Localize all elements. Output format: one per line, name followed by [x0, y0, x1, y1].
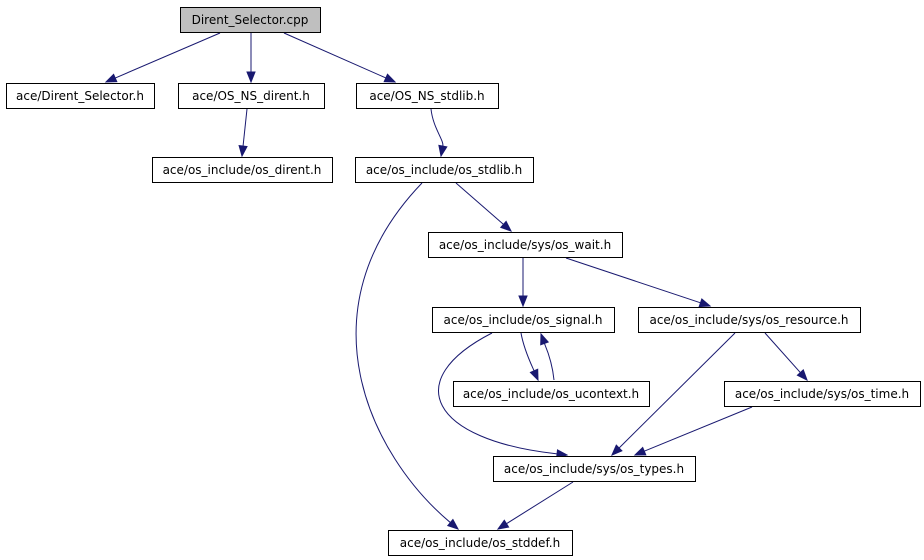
edge-line [764, 332, 801, 373]
node-label: ace/os_include/os_dirent.h [163, 163, 322, 177]
edge-line [438, 332, 558, 455]
node-box [178, 83, 325, 109]
node-label: ace/OS_NS_dirent.h [192, 89, 310, 103]
node-label: ace/os_include/sys/os_time.h [735, 387, 909, 401]
edge-os_ns_stdlib_h-to-os_stdlib_h [430, 108, 448, 158]
edge-dirent_selector_cpp-to-dirent_selector_h [104, 32, 221, 83]
node-os-ns-dirent-h[interactable]: ace/OS_NS_dirent.h [178, 83, 325, 109]
arrowhead [383, 73, 397, 83]
node-box [355, 157, 534, 183]
edge-os_resource_h-to-os_types_h [611, 332, 736, 456]
arrowhead [698, 298, 712, 308]
edge-line [283, 32, 387, 79]
arrowhead [518, 295, 528, 308]
node-os-ns-stdlib-h[interactable]: ace/OS_NS_stdlib.h [356, 83, 499, 109]
edge-line [520, 332, 535, 372]
arrowhead [238, 145, 248, 158]
node-label: ace/os_include/sys/os_wait.h [439, 238, 611, 252]
edge-os_time_h-to-os_types_h [633, 406, 753, 456]
edge-os_wait_h-to-os_resource_h [565, 257, 712, 308]
edge-line [543, 343, 555, 381]
node-os-stddef-h[interactable]: ace/os_include/os_stddef.h [388, 530, 573, 556]
edge-os_signal_h-to-os_ucontext_h [520, 332, 539, 382]
node-os-types-h[interactable]: ace/os_include/sys/os_types.h [493, 456, 696, 482]
node-os-resource-h[interactable]: ace/os_include/sys/os_resource.h [638, 307, 861, 333]
edges-layer [104, 32, 808, 530]
node-box [356, 83, 499, 109]
node-os-stdlib-h[interactable]: ace/os_include/os_stdlib.h [355, 157, 534, 183]
node-box [724, 381, 921, 407]
node-label: ace/os_include/os_ucontext.h [463, 387, 639, 401]
node-label: ace/os_include/os_stddef.h [400, 536, 560, 550]
node-box [638, 307, 861, 333]
edge-os_wait_h-to-os_signal_h [518, 258, 528, 308]
nodes-layer: Dirent_Selector.cpp ace/Dirent_Selector.h… [6, 7, 921, 556]
node-box [6, 83, 155, 109]
node-label: ace/os_include/os_stdlib.h [366, 163, 522, 177]
edge-line [644, 406, 753, 452]
node-box [152, 157, 333, 183]
edge-line [242, 108, 248, 147]
node-box [493, 456, 696, 482]
edge-os_resource_h-to-os_time_h [764, 332, 808, 382]
node-box [453, 381, 650, 407]
edge-line [455, 182, 504, 225]
node-label: ace/Dirent_Selector.h [16, 89, 144, 103]
edge-os_stdlib_h-to-os_wait_h [455, 182, 513, 232]
arrowhead [499, 220, 513, 232]
arrowhead [496, 519, 510, 530]
arrowhead [796, 369, 808, 382]
node-label: ace/os_include/os_signal.h [444, 313, 603, 327]
edge-os_ns_dirent_h-to-os_dirent_h [238, 108, 248, 158]
edge-line [430, 108, 444, 147]
node-box [388, 530, 573, 556]
arrowhead [438, 144, 448, 158]
node-dirent-selector-h[interactable]: ace/Dirent_Selector.h [6, 83, 155, 109]
node-label: ace/os_include/sys/os_resource.h [649, 313, 848, 327]
node-label: Dirent_Selector.cpp [192, 13, 309, 27]
edge-dirent_selector_cpp-to-os_ns_stdlib_h [283, 32, 397, 83]
node-os-time-h[interactable]: ace/os_include/sys/os_time.h [724, 381, 921, 407]
arrowhead [246, 71, 256, 84]
edge-line [565, 257, 701, 304]
arrowhead [540, 332, 550, 346]
arrowhead [633, 446, 647, 456]
arrowhead [446, 518, 460, 530]
edge-os_ucontext_h-to-os_signal_h [540, 332, 555, 381]
edge-os_stdlib_h-to-os_stddef_h [355, 182, 460, 530]
node-label: ace/OS_NS_stdlib.h [369, 89, 484, 103]
edge-line [506, 481, 574, 525]
node-os-wait-h[interactable]: ace/os_include/sys/os_wait.h [428, 232, 623, 258]
edge-line [114, 32, 221, 79]
arrowhead [104, 73, 118, 83]
node-os-dirent-h[interactable]: ace/os_include/os_dirent.h [152, 157, 333, 183]
edge-os_types_h-to-os_stddef_h [496, 481, 574, 530]
node-dirent-selector-cpp[interactable]: Dirent_Selector.cpp [180, 7, 321, 33]
node-os-signal-h[interactable]: ace/os_include/os_signal.h [432, 307, 615, 333]
arrowhead [529, 368, 539, 382]
node-box [180, 7, 321, 33]
node-box [428, 232, 623, 258]
arrowhead [611, 444, 623, 456]
node-label: ace/os_include/sys/os_types.h [504, 462, 684, 476]
node-os-ucontext-h[interactable]: ace/os_include/os_ucontext.h [453, 381, 650, 407]
node-box [432, 307, 615, 333]
edge-dirent_selector_cpp-to-os_ns_dirent_h [246, 33, 256, 84]
edge-line [618, 332, 736, 449]
edge-line [355, 182, 451, 523]
